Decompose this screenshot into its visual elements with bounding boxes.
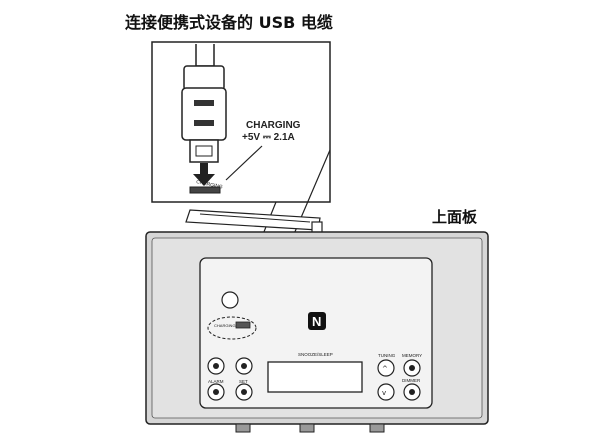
svg-text:v: v <box>382 389 386 397</box>
callout-pointer <box>225 145 263 181</box>
charging-spec: +5V ⎓ 2.1A <box>242 132 295 143</box>
memory-label: MEMORY <box>402 353 422 358</box>
usb-cable <box>195 44 215 67</box>
svg-text:N: N <box>312 314 321 329</box>
radio-device <box>145 231 489 433</box>
port-small-label: CHARGING <box>196 179 224 190</box>
nfc-icon: N <box>308 312 326 330</box>
panel-usb-port[interactable] <box>235 321 251 329</box>
tuning-label: TUNING <box>378 353 396 358</box>
usb-port-highlight <box>207 316 257 340</box>
right-button-group: TUNING MEMORY ^ DIMMER v <box>377 353 422 401</box>
tuning-up-button[interactable] <box>377 359 395 377</box>
alarm-label: ALARM <box>208 379 224 384</box>
dimmer-label: DIMMER <box>402 378 421 383</box>
usb-port <box>189 186 221 194</box>
panel-usb-label: CHARGING <box>214 323 236 328</box>
snooze-label: SNOOZE/SLEEP <box>298 352 333 357</box>
antenna <box>185 209 323 235</box>
charging-label: CHARGING <box>246 120 301 131</box>
diagram-title: 连接便携式设备的 USB 电缆 <box>125 13 333 32</box>
tuning-down-button[interactable] <box>377 383 395 401</box>
set-label: SET <box>239 379 248 384</box>
top-panel-label: 上面板 <box>432 208 478 226</box>
usb-plug <box>181 65 227 163</box>
svg-text:^: ^ <box>382 365 388 373</box>
left-button-group: ALARM SET <box>207 357 253 401</box>
insert-arrow-icon <box>193 163 215 186</box>
callout-box <box>151 41 331 203</box>
top-panel <box>199 257 433 409</box>
display-screen <box>267 361 363 393</box>
speaker-knob[interactable] <box>221 291 239 309</box>
